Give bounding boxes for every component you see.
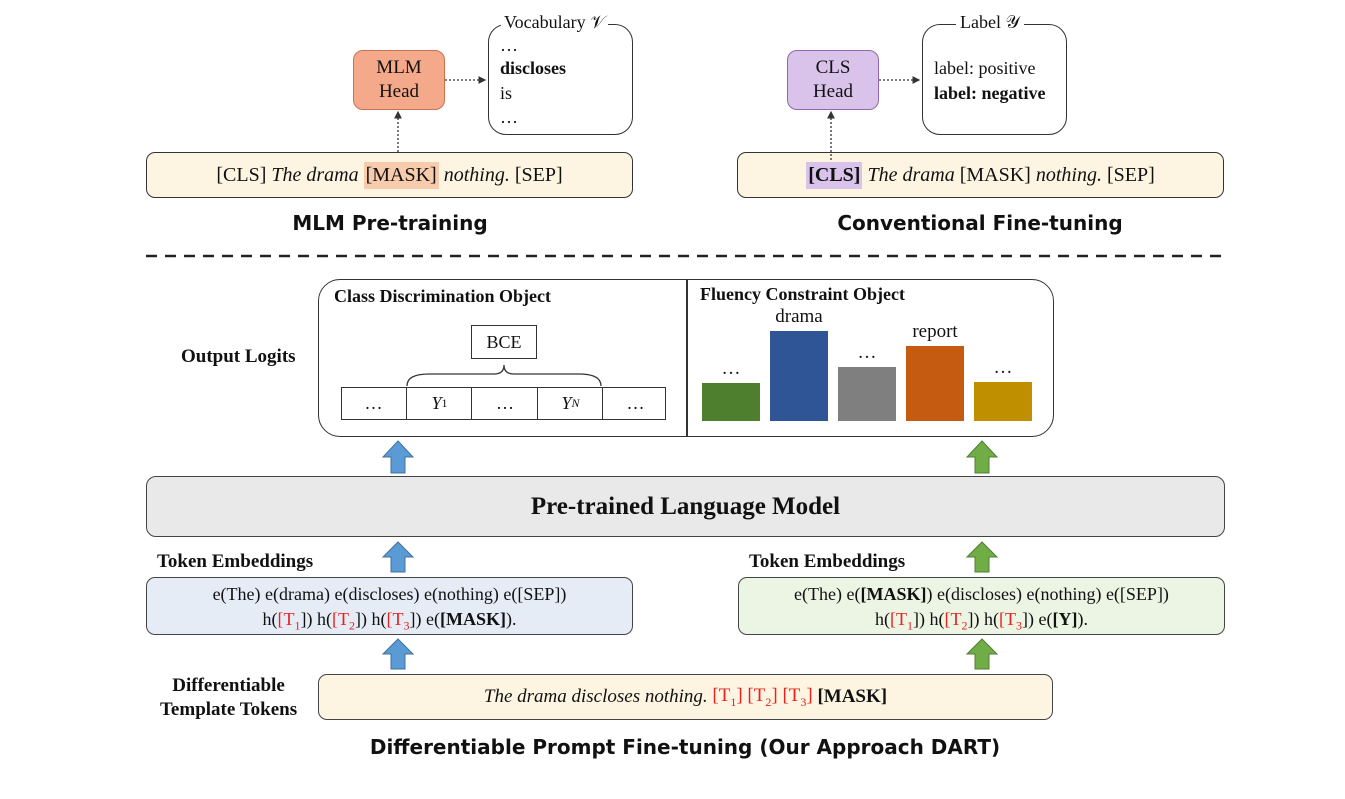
template-sentence-box: The drama discloses nothing. [T1] [T2] [… — [318, 674, 1053, 720]
template-mask-token: [MASK] — [817, 686, 888, 707]
right-emb-line1: e(The) e([MASK]) e(discloses) e(nothing)… — [794, 584, 1169, 604]
fluency-bar-3 — [906, 346, 964, 421]
output-divider — [686, 280, 688, 436]
fluency-bars: … drama … report … — [702, 306, 1042, 421]
logit-cell-4: … — [602, 388, 668, 419]
class-discrimination-title: Class Discrimination Object — [334, 286, 551, 306]
template-token-t2: [T2] — [747, 684, 778, 709]
template-tokens-label: Differentiable Template Tokens — [160, 674, 297, 722]
cls-head-line2: Head — [812, 81, 854, 102]
vocabulary-item-3: … — [500, 107, 518, 127]
logit-cell-2: … — [471, 388, 538, 419]
logit-cell-y1-subscript: 1 — [441, 396, 448, 410]
mlm-head-line1: MLM — [376, 57, 422, 78]
fluency-bar-label-2: … — [857, 342, 877, 363]
vocabulary-box: Vocabulary 𝒱 … discloses is … — [488, 12, 633, 135]
label-box: Label 𝒴 label: positive label: negative — [922, 12, 1067, 135]
left-embeddings-box: e(The) e(drama) e(discloses) e(nothing) … — [146, 577, 633, 635]
fluency-bar-4 — [974, 382, 1032, 421]
mlm-cls-token: [CLS] — [216, 163, 267, 186]
bce-box: BCE — [471, 325, 537, 359]
arrow-green-top — [965, 440, 999, 474]
fluency-bar-label-3: report — [912, 321, 958, 342]
template-token-t1: [T1] — [712, 684, 743, 709]
vocabulary-title: Vocabulary 𝒱 — [501, 12, 609, 33]
conv-cls-token: [CLS] — [806, 161, 863, 189]
right-emb-line2: h([T1]) h([T2]) h([T3]) e([Y]). — [875, 609, 1088, 633]
fluency-bar-1 — [770, 331, 828, 421]
conv-sep-token: [SEP] — [1106, 163, 1155, 186]
fluency-bar-0 — [702, 383, 760, 421]
mlm-head-line2: Head — [378, 81, 420, 102]
label-box-title: Label 𝒴 — [956, 12, 1024, 33]
logit-cell-0: … — [364, 393, 383, 413]
output-logits-label: Output Logits — [181, 346, 296, 367]
top-connectors — [146, 76, 1224, 258]
bce-brace — [406, 364, 602, 387]
left-emb-line1: e(The) e(drama) e(discloses) e(nothing) … — [212, 584, 567, 604]
fluency-bar-label-4: … — [993, 357, 1013, 378]
conv-sentence-text-2: nothing. — [1035, 163, 1102, 186]
template-label-line1: Differentiable — [172, 675, 285, 696]
mlm-sentence-text: The drama — [271, 163, 359, 186]
plm-title: Pre-trained Language Model — [530, 492, 841, 520]
conv-sentence-text: The drama — [867, 163, 955, 186]
template-label-line2: Template Tokens — [160, 699, 298, 720]
logit-cell-yn-subscript: N — [571, 396, 580, 410]
conv-input-sentence: [CLS] The drama [MASK] nothing. [SEP] — [737, 152, 1224, 198]
mlm-mask-token: [MASK] — [363, 161, 439, 189]
arrow-blue-bottom — [381, 638, 415, 670]
left-emb-line2: h([T1]) h([T2]) h([T3]) e([MASK]). — [262, 609, 517, 633]
arrow-green-bottom — [965, 638, 999, 670]
fluency-bar-2 — [838, 367, 896, 421]
template-sentence-text: The drama discloses nothing. — [483, 686, 708, 707]
cls-head-line1: CLS — [815, 57, 851, 78]
label-item-1: label: negative — [934, 83, 1046, 103]
conv-caption: Conventional Fine-tuning — [837, 211, 1123, 235]
output-logits-box: Class Discrimination Object Fluency Cons… — [318, 279, 1054, 437]
bottom-caption: Differentiable Prompt Fine-tuning (Our A… — [369, 735, 1001, 759]
vocabulary-item-2: is — [500, 83, 513, 103]
mlm-sentence-text-2: nothing. — [443, 163, 510, 186]
arrow-blue-top — [381, 440, 415, 474]
template-token-t3: [T3] — [782, 684, 813, 709]
bce-label: BCE — [486, 331, 522, 352]
vocabulary-item-1: discloses — [500, 58, 567, 78]
cls-head: CLS Head — [787, 50, 879, 110]
label-item-0: label: positive — [934, 58, 1036, 78]
right-token-embeddings-label: Token Embeddings — [749, 551, 906, 572]
vocabulary-item-0: … — [500, 35, 518, 55]
arrow-green-mid — [965, 541, 999, 573]
pretrained-language-model: Pre-trained Language Model — [146, 476, 1225, 537]
fluency-constraint-title: Fluency Constraint Object — [700, 284, 905, 304]
conv-mask-token: [MASK] — [959, 163, 1031, 186]
right-embeddings-box: e(The) e([MASK]) e(discloses) e(nothing)… — [738, 577, 1225, 635]
fluency-bar-label-1: drama — [775, 306, 823, 327]
fluency-bar-label-0: … — [721, 358, 741, 379]
arrow-blue-mid — [381, 541, 415, 573]
mlm-head: MLM Head — [353, 50, 445, 110]
mlm-sep-token: [SEP] — [514, 163, 563, 186]
mlm-input-sentence: [CLS] The drama [MASK] nothing. [SEP] — [146, 152, 633, 198]
left-token-embeddings-label: Token Embeddings — [157, 551, 314, 572]
mlm-caption: MLM Pre-training — [292, 211, 488, 235]
